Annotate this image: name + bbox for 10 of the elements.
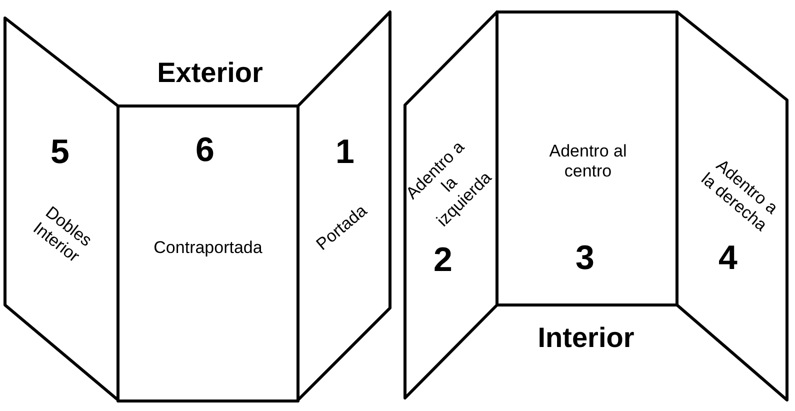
panel-number: 1	[334, 135, 356, 169]
panel-label: Adentro al centro	[548, 142, 628, 182]
panel-number: 3	[574, 241, 596, 275]
section-heading: Interior	[538, 322, 634, 354]
panel-number: 6	[194, 133, 216, 167]
panel-number: 4	[718, 241, 738, 275]
section-heading: Exterior	[157, 57, 263, 89]
panel-label: Contraportada	[152, 238, 264, 258]
panel-number: 2	[432, 243, 454, 277]
panel-number: 5	[50, 135, 70, 169]
